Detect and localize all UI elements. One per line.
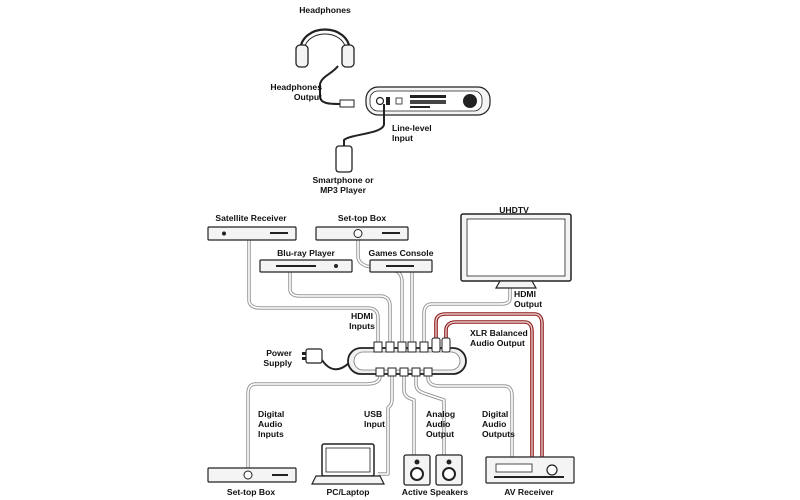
- line-level-cable: [343, 104, 385, 146]
- headphones-cable: [319, 65, 341, 105]
- uhdtv-device: [460, 213, 572, 289]
- xlr-cables: [434, 312, 544, 458]
- hdmi-input-cables: [247, 240, 512, 350]
- active-speakers-icon: [403, 454, 463, 486]
- bottom-plugs: [375, 367, 433, 377]
- games-console-label: Games Console: [368, 248, 434, 258]
- set-top-box-bottom-label: Set-top Box: [226, 487, 276, 497]
- pc-laptop-label: PC/Laptop: [326, 487, 370, 497]
- av-receiver-device: [485, 456, 575, 484]
- set-top-box-top-device: [315, 226, 409, 241]
- av-receiver-label: AV Receiver: [504, 487, 554, 497]
- satellite-receiver-device: [207, 226, 297, 241]
- active-speakers-label: Active Speakers: [401, 487, 469, 497]
- hdmi-input-plugs: [373, 337, 451, 353]
- smartphone-icon: [335, 145, 353, 173]
- blu-ray-player-label: Blu-ray Player: [277, 248, 335, 258]
- power-adapter-icon: [302, 348, 323, 364]
- bottom-cables: [246, 368, 514, 476]
- blu-ray-player-device: [259, 259, 353, 273]
- dac-device: [365, 86, 491, 116]
- laptop-icon: [311, 443, 385, 485]
- uhdtv-label: UHDTV: [499, 205, 529, 215]
- satellite-receiver-label: Satellite Receiver: [215, 213, 287, 223]
- headphones-plug: [339, 99, 355, 108]
- headphones-icon: [295, 28, 355, 68]
- headphones-label: Headphones: [299, 5, 351, 15]
- set-top-box-bottom-device: [207, 467, 297, 483]
- games-console-device: [369, 259, 433, 273]
- set-top-box-top-label: Set-top Box: [337, 213, 387, 223]
- power-cable: [321, 359, 351, 371]
